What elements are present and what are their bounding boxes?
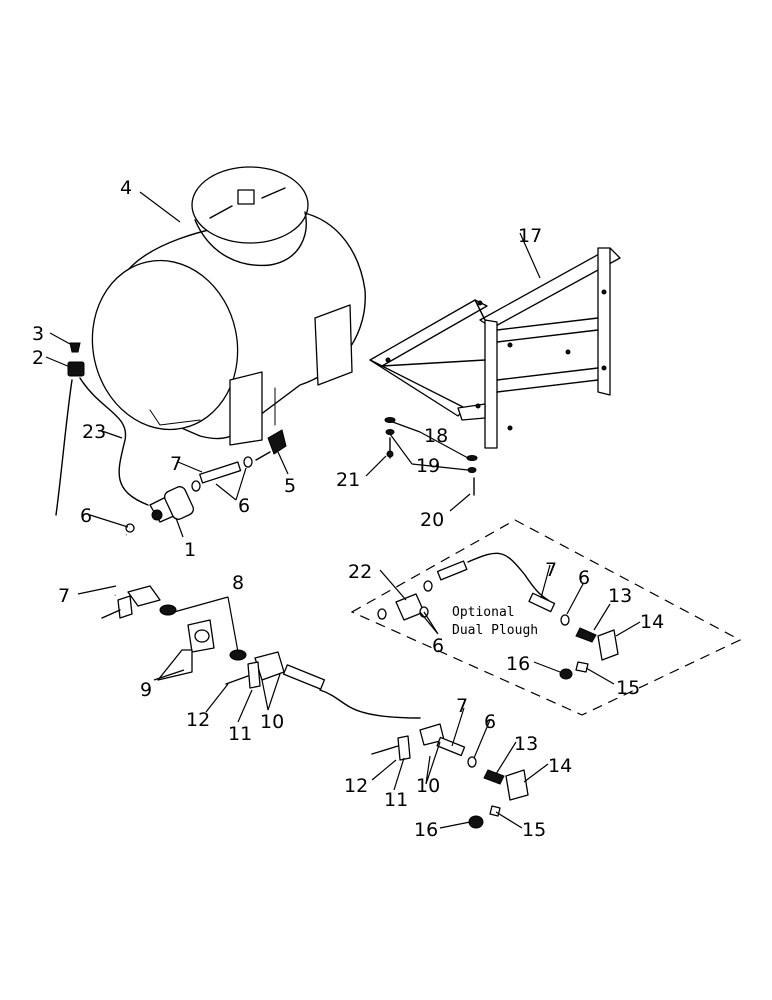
callout-14-lower: 14 xyxy=(548,755,572,777)
callout-15-lower: 15 xyxy=(522,819,546,841)
callout-9: 9 xyxy=(140,679,152,701)
filter xyxy=(149,486,194,523)
frame xyxy=(369,247,621,449)
callout-3: 3 xyxy=(32,323,44,345)
callout-13-optional: 13 xyxy=(608,585,632,607)
callout-10-left: 10 xyxy=(260,711,284,733)
callout-6-optional-left: 6 xyxy=(432,635,444,657)
callout-6-left: 6 xyxy=(80,505,92,527)
optional-note-line1: Optional xyxy=(452,605,515,620)
optional-note: Optional Dual Plough xyxy=(452,605,538,638)
callout-6-upper: 6 xyxy=(238,495,250,517)
callout-7-optional: 7 xyxy=(545,559,557,581)
callout-21: 21 xyxy=(336,469,360,491)
hose-upper xyxy=(191,451,271,492)
callout-11-left: 11 xyxy=(228,723,252,745)
callout-7-lower: 7 xyxy=(456,695,468,717)
tank xyxy=(91,166,366,446)
callout-6-lower: 6 xyxy=(484,711,496,733)
callout-7-upper: 7 xyxy=(170,453,182,475)
callout-20: 20 xyxy=(420,509,444,531)
callout-16-lower: 16 xyxy=(414,819,438,841)
callout-18: 18 xyxy=(424,425,448,447)
elbow-5 xyxy=(267,429,287,455)
optional-dual-plough-group xyxy=(350,519,742,716)
hose-long xyxy=(282,664,529,829)
frame-bolts xyxy=(384,417,478,496)
callout-11-lower: 11 xyxy=(384,789,408,811)
callout-8: 8 xyxy=(232,572,244,594)
callout-1: 1 xyxy=(184,539,196,561)
callout-10-lower: 10 xyxy=(416,775,440,797)
callout-2: 2 xyxy=(32,347,44,369)
wire-harness xyxy=(79,377,149,506)
callout-22: 22 xyxy=(348,561,372,583)
optional-note-line2: Dual Plough xyxy=(452,623,538,638)
callout-12-lower: 12 xyxy=(344,775,368,797)
callout-13-lower: 13 xyxy=(514,733,538,755)
callout-17: 17 xyxy=(518,225,542,247)
switch-assembly xyxy=(55,342,85,516)
callout-19: 19 xyxy=(416,455,440,477)
callout-23: 23 xyxy=(82,421,106,443)
callout-12-left: 12 xyxy=(186,709,210,731)
callout-14-optional: 14 xyxy=(640,611,664,633)
callout-labels: 4 3 2 23 7 5 6 6 1 7 8 9 12 11 10 17 18 … xyxy=(32,177,664,841)
callout-15-optional: 15 xyxy=(616,677,640,699)
leader-lines xyxy=(45,191,641,829)
callout-7-left: 7 xyxy=(58,585,70,607)
callout-4: 4 xyxy=(120,177,132,199)
manifold-left xyxy=(101,585,285,689)
callout-16-optional: 16 xyxy=(506,653,530,675)
callout-6-optional: 6 xyxy=(578,567,590,589)
callout-5: 5 xyxy=(284,475,296,497)
lower-feed xyxy=(99,523,135,597)
